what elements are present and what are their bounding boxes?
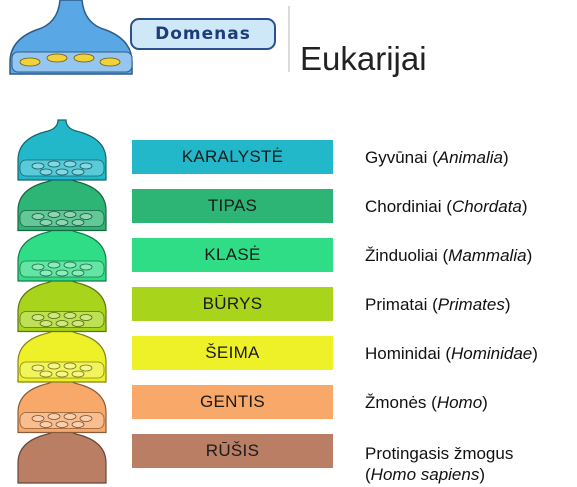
rank-label-box: KARALYSTĖ [132, 140, 333, 174]
example-common-name: Hominidai [365, 344, 441, 363]
rank-bell-icon [18, 120, 106, 180]
rank-example: Žinduoliai (Mammalia) [365, 245, 532, 266]
rank-example: Hominidai (Hominidae) [365, 343, 538, 364]
rank-label-box: RŪŠIS [132, 434, 333, 468]
example-common-name: Žmonės [365, 393, 426, 412]
example-common-name: Chordiniai [365, 197, 442, 216]
example-latin-name: Hominidae [451, 344, 532, 363]
rank-label: KARALYSTĖ [182, 147, 284, 167]
example-latin-name: Homo sapiens [371, 465, 480, 484]
example-common-name: Gyvūnai [365, 148, 427, 167]
rank-label-box: KLASĖ [132, 238, 333, 272]
rank-label: RŪŠIS [206, 441, 259, 461]
header-divider [288, 6, 290, 72]
rank-label-box: TIPAS [132, 189, 333, 223]
rank-example: Primatai (Primates) [365, 294, 511, 315]
rank-label-box: BŪRYS [132, 287, 333, 321]
rank-label: TIPAS [208, 196, 257, 216]
domain-badge: Domenas [130, 18, 276, 50]
example-latin-name: Primates [438, 295, 505, 314]
example-common-name: Primatai [365, 295, 427, 314]
page-title: Eukarijai [300, 40, 427, 78]
example-common-name: Žinduoliai [365, 246, 438, 265]
rank-example: Chordiniai (Chordata) [365, 196, 528, 217]
rank-label: ŠEIMA [205, 343, 259, 363]
example-latin-name: Homo [437, 393, 482, 412]
rank-label: BŪRYS [203, 294, 263, 314]
domain-badge-label: Domenas [155, 24, 251, 44]
rank-example: Žmonės (Homo) [365, 392, 488, 413]
rank-example: Protingasis žmogus(Homo sapiens) [365, 443, 513, 485]
rank-label: GENTIS [200, 392, 265, 412]
rank-label: KLASĖ [204, 245, 260, 265]
example-common-name: Protingasis žmogus [365, 444, 513, 463]
example-latin-name: Chordata [452, 197, 522, 216]
rank-label-box: GENTIS [132, 385, 333, 419]
rank-label-box: ŠEIMA [132, 336, 333, 370]
rank-example: Gyvūnai (Animalia) [365, 147, 509, 168]
domain-bell-icon [10, 0, 132, 74]
example-latin-name: Mammalia [448, 246, 526, 265]
example-latin-name: Animalia [438, 148, 503, 167]
